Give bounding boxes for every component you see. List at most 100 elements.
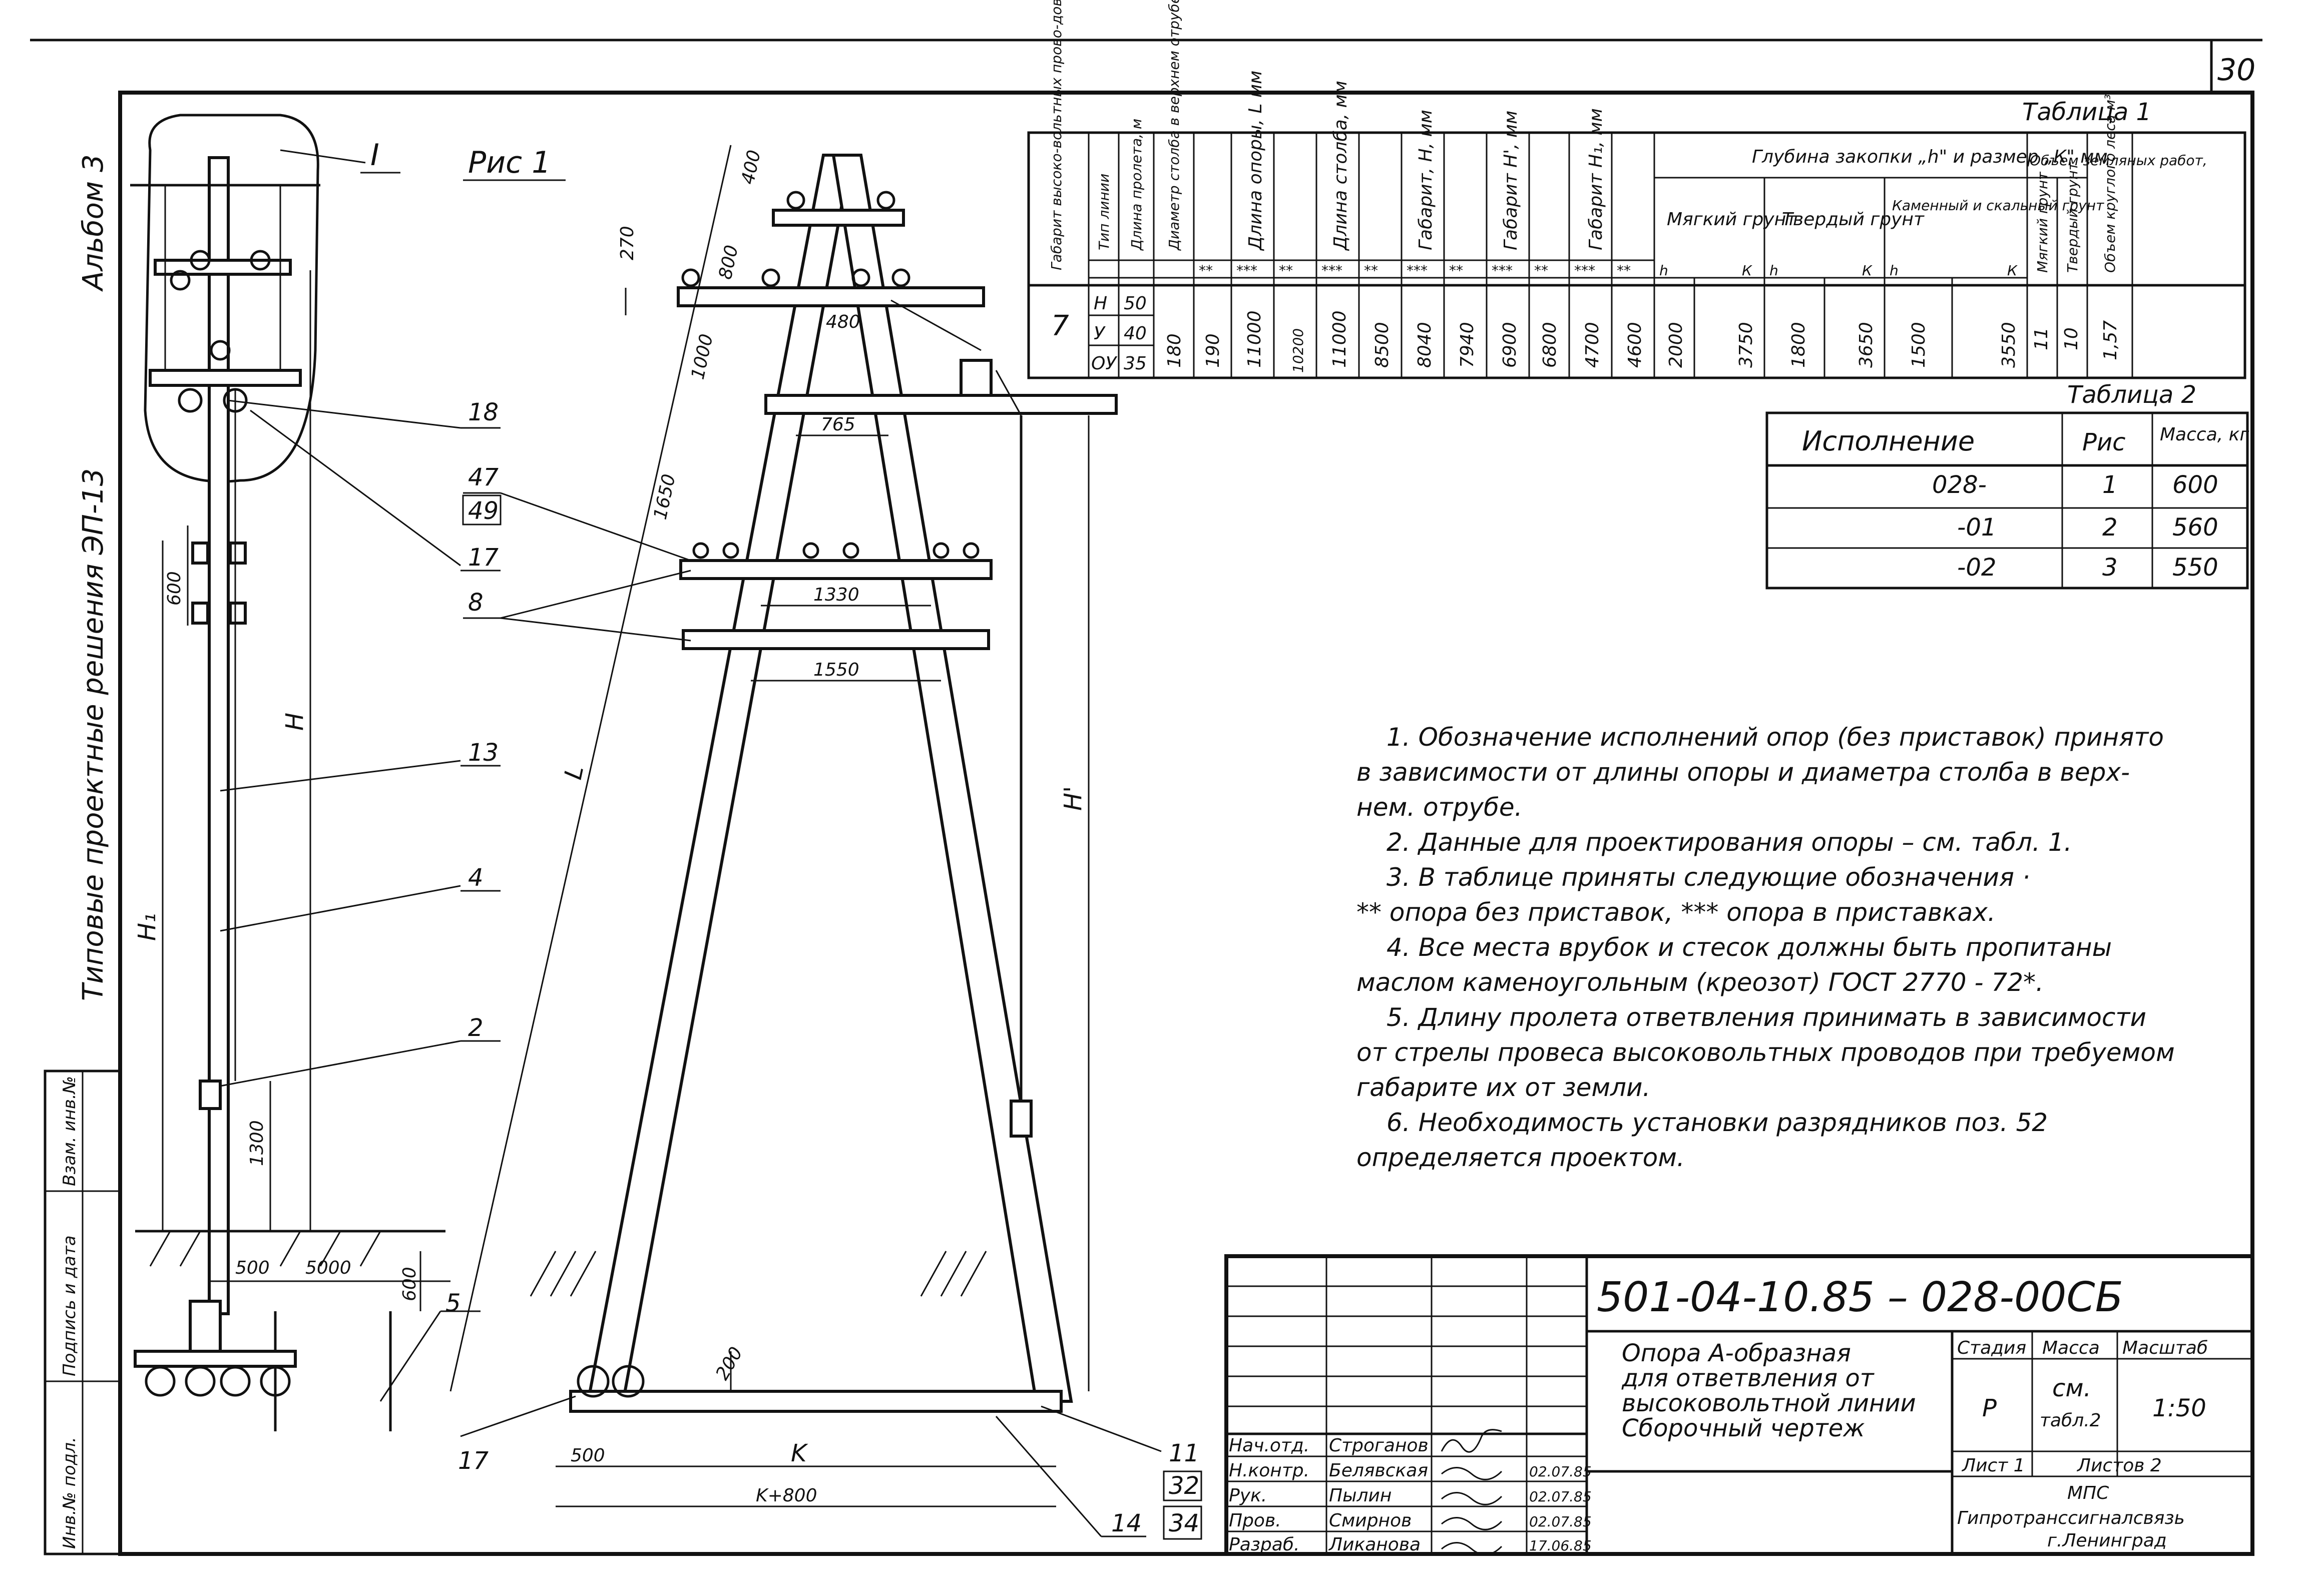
dim-H1: H₁ xyxy=(133,913,161,941)
t2-r0-2: 600 xyxy=(2172,471,2218,499)
dim-1300: 1300 xyxy=(247,1120,267,1166)
series-label: Типовые проектные решения ЭП-13 xyxy=(77,468,110,1001)
dim-765: 765 xyxy=(821,414,855,435)
note-1b: в зависимости от длины опоры и диаметра … xyxy=(1356,758,2130,787)
t1-h-hard: Твердый грунт xyxy=(1782,209,1925,230)
table-2: Таблица 2 Исполнение Рис Масса, кг 028- … xyxy=(1765,381,2249,590)
dim-H: H xyxy=(281,713,309,731)
note-5c: габарите их от земли. xyxy=(1356,1073,1650,1102)
t1-h-span: Длина пролета, м xyxy=(1128,119,1145,251)
t2-r1-2: 560 xyxy=(2172,513,2218,542)
sheet-number: Лист 1 xyxy=(1961,1455,2025,1476)
stage-value: Р xyxy=(1982,1394,1997,1422)
dim-K: K xyxy=(791,1439,808,1467)
t1-span-2: 35 xyxy=(1124,353,1147,374)
t1-h-rock: Каменный и скальный грунт xyxy=(1892,197,2104,214)
note-6a: 6. Необходимость установки разрядников п… xyxy=(1387,1108,2048,1137)
date-2: 02.07.85 xyxy=(1529,1488,1592,1505)
t1-h-k2: К xyxy=(1862,262,1873,279)
mass-value-1: см. xyxy=(2052,1374,2091,1402)
t1-val-4: 11000 xyxy=(1329,310,1350,368)
t1-h-soft: Мягкий грунт xyxy=(1667,209,1797,230)
title-line-2: для ответвления от xyxy=(1621,1364,1875,1392)
t2-h-0: Исполнение xyxy=(1802,425,1975,457)
t1-val-17: 3550 xyxy=(1999,322,2019,368)
callout-14: 14 xyxy=(1111,1509,1142,1537)
t2-r2-2: 550 xyxy=(2172,554,2218,582)
t1-val-3: 10200 xyxy=(1290,328,1306,373)
t1-h-diam: Диаметр столба в верхнем отрубе, м xyxy=(1166,0,1182,251)
sheets-total: Листов 2 xyxy=(2076,1455,2162,1476)
date-1: 02.07.85 xyxy=(1529,1463,1592,1480)
side-view: I 600 H 1300 H xyxy=(130,114,450,1431)
view-label-I: I xyxy=(370,138,379,173)
t1-h-vol-hard: Твердый грунт xyxy=(2064,162,2081,273)
dim-800: 800 xyxy=(715,243,742,281)
note-4a: 4. Все места врубок и стесок должны быть… xyxy=(1387,933,2112,962)
scale-header: Масштаб xyxy=(2122,1338,2208,1358)
t2-r0-1: 1 xyxy=(2102,471,2118,499)
t1-h-volume: Объем земляных работ, xyxy=(2030,152,2207,169)
t1-val-5: 8500 xyxy=(1372,322,1393,368)
title-line-3: высоковольтной линии xyxy=(1622,1389,1916,1417)
t1-star-2f: ** xyxy=(1617,262,1631,279)
dim-Hprime: H' xyxy=(1059,786,1087,811)
note-2: 2. Данные для проектирования опоры – см.… xyxy=(1387,828,2072,857)
t1-val-20: 1,57 xyxy=(2100,320,2121,360)
name-4: Ликанова xyxy=(1328,1534,1421,1555)
dim-600-top: 600 xyxy=(164,571,185,606)
t1-star-3e: *** xyxy=(1574,262,1595,279)
role-2: Рук. xyxy=(1229,1485,1267,1506)
t1-gabarit: 7 xyxy=(1051,310,1069,342)
t1-h-Hmm: Габарит, Н, мм xyxy=(1416,110,1436,250)
t1-star-3d: *** xyxy=(1492,262,1513,279)
t2-r1-0: -01 xyxy=(1957,513,1996,542)
dim-400: 400 xyxy=(738,148,765,186)
t1-h-type: Тип линии xyxy=(1096,174,1112,250)
date-3: 02.07.85 xyxy=(1529,1513,1592,1530)
t1-type-0: Н xyxy=(1094,293,1107,314)
callout-4: 4 xyxy=(468,864,484,892)
t1-span-1: 40 xyxy=(1124,323,1147,344)
callout-49: 49 xyxy=(468,497,499,525)
title-line-1: Опора А-образная xyxy=(1622,1339,1851,1367)
t1-val-16: 1500 xyxy=(1909,322,1929,368)
t1-type-1: У xyxy=(1094,323,1106,344)
t1-h-h1: h xyxy=(1659,262,1668,279)
t2-h-1: Рис xyxy=(2082,428,2126,456)
t1-star-3c: *** xyxy=(1407,262,1428,279)
t1-h-h2: h xyxy=(1769,262,1778,279)
t1-val-15: 3650 xyxy=(1856,322,1877,368)
note-4b: маслом каменоугольным (креозот) ГОСТ 277… xyxy=(1356,968,2044,997)
t1-val-8: 6900 xyxy=(1500,322,1520,368)
t1-h-depth: Глубина закопки „h" и размер „К" мм xyxy=(1752,147,2108,167)
t1-val-7: 7940 xyxy=(1457,322,1478,368)
callout-8: 8 xyxy=(468,589,484,617)
role-3: Пров. xyxy=(1229,1510,1281,1531)
notes: 1. Обозначение исполнений опор (без прис… xyxy=(1356,723,2175,1172)
callout-5: 5 xyxy=(445,1289,461,1317)
t1-h-gabarit: Габарит высоко-вольтных прово-дов до зем… xyxy=(1048,0,1065,270)
callout-17a: 17 xyxy=(468,544,499,572)
title-line-4: Сборочный чертеж xyxy=(1622,1414,1865,1442)
t1-h-h3: h xyxy=(1890,262,1899,279)
t1-star-3a: *** xyxy=(1236,262,1257,279)
t1-star-2e: ** xyxy=(1534,262,1548,279)
t1-span-0: 50 xyxy=(1124,293,1147,314)
dim-500-left: 500 xyxy=(235,1258,270,1278)
t2-r1-1: 2 xyxy=(2102,513,2118,542)
t2-r0-0: 028- xyxy=(1932,471,1987,499)
page-number: 30 xyxy=(2217,53,2255,88)
t2-r2-1: 3 xyxy=(2102,554,2118,582)
note-1c: нем. отрубе. xyxy=(1356,793,1523,822)
t1-h-col: Длина столба, мм xyxy=(1330,81,1351,251)
doc-code: 501-04-10.85 – 028-00СБ xyxy=(1597,1274,2123,1321)
name-1: Белявская xyxy=(1329,1460,1428,1481)
t1-h-k3: К xyxy=(2007,262,2018,279)
mass-header: Масса xyxy=(2042,1338,2100,1358)
t1-h-vol-soft: Мягкий грунт xyxy=(2034,172,2051,273)
note-3a: 3. В таблице приняты следующие обозначен… xyxy=(1387,863,2030,892)
t1-val-9: 6800 xyxy=(1540,322,1560,368)
name-2: Пылин xyxy=(1329,1485,1392,1506)
dim-L: L xyxy=(559,763,589,782)
